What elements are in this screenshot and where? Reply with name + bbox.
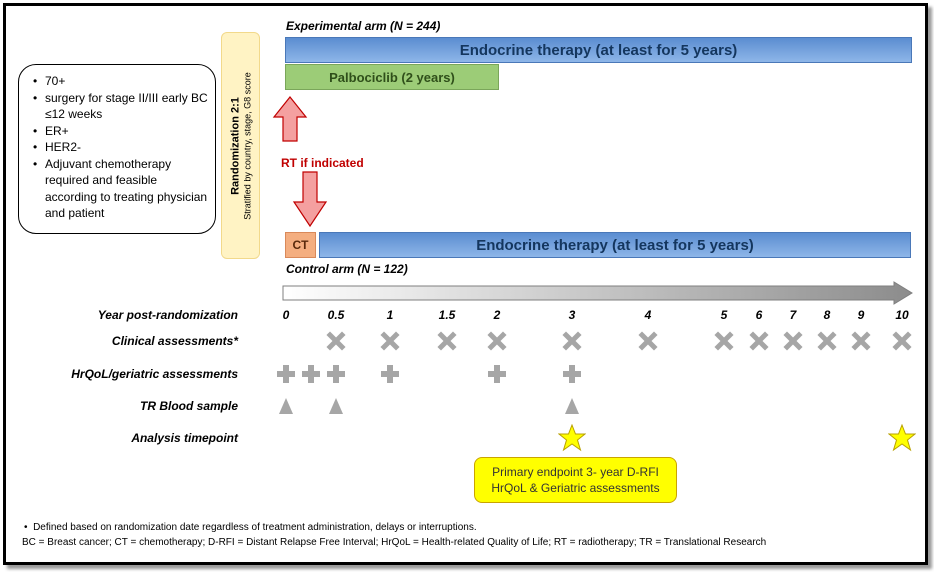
- year-tick-label: 6: [755, 308, 763, 322]
- plus-icon: [326, 364, 346, 384]
- endpoint-line-2: HrQoL & Geriatric assessments: [491, 481, 660, 495]
- eligibility-list: 70+surgery for stage II/III early BC ≤12…: [19, 65, 215, 222]
- eligibility-item: 70+: [33, 73, 209, 90]
- cross-icon: [749, 331, 769, 351]
- year-tick-label: 2: [493, 308, 501, 322]
- year-tick-label: 4: [644, 308, 652, 322]
- year-tick-label: 0.5: [327, 308, 345, 322]
- plus-icon: [487, 364, 507, 384]
- control-arm-label: Control arm (N = 122): [286, 262, 408, 276]
- row-label-year: Year post-randomization: [97, 308, 238, 322]
- triangle-icon: [564, 397, 580, 415]
- timeline-arrow: [282, 281, 913, 305]
- cross-icon: [892, 331, 912, 351]
- cross-icon: [783, 331, 803, 351]
- year-tick-label: 8: [823, 308, 831, 322]
- plus-icon: [380, 364, 400, 384]
- cross-icon: [851, 331, 871, 351]
- primary-endpoint-box: Primary endpoint 3- year D-RFI HrQoL & G…: [474, 457, 677, 503]
- footnote-asterisk: • Defined based on randomization date re…: [24, 522, 477, 533]
- star-icon: [557, 423, 587, 452]
- randomization-box: Randomization 2:1 Stratified by country,…: [221, 32, 260, 259]
- cross-icon: [817, 331, 837, 351]
- plus-icon: [562, 364, 582, 384]
- cross-icon: [638, 331, 658, 351]
- cross-icon: [437, 331, 457, 351]
- randomization-subtitle: Stratified by country, stage, G8 score: [242, 71, 252, 220]
- row-label-clinical: Clinical assessments*: [111, 334, 238, 348]
- cross-icon: [714, 331, 734, 351]
- row-label-analysis: Analysis timepoint: [131, 431, 238, 445]
- plus-icon: [276, 364, 296, 384]
- year-tick-label: 10: [895, 308, 909, 322]
- cross-icon: [380, 331, 400, 351]
- row-label-blood: TR Blood sample: [139, 399, 238, 413]
- eligibility-item: HER2-: [33, 139, 209, 156]
- year-tick-label: 7: [789, 308, 797, 322]
- eligibility-item: Adjuvant chemotherapy required and feasi…: [33, 156, 209, 222]
- palbociclib-bar: Palbociclib (2 years): [285, 64, 499, 90]
- control-endocrine-bar: Endocrine therapy (at least for 5 years): [319, 232, 911, 258]
- triangle-icon: [328, 397, 344, 415]
- year-tick-label: 9: [857, 308, 865, 322]
- footnote-text-1: Defined based on randomization date rega…: [33, 522, 477, 533]
- star-icon: [887, 423, 917, 452]
- triangle-icon: [278, 397, 294, 415]
- year-tick-label: 1.5: [438, 308, 456, 322]
- eligibility-box: 70+surgery for stage II/III early BC ≤12…: [18, 64, 216, 234]
- randomization-title: Randomization 2:1: [229, 96, 241, 195]
- eligibility-item: ER+: [33, 123, 209, 140]
- cross-icon: [562, 331, 582, 351]
- cross-icon: [326, 331, 346, 351]
- year-tick-label: 0: [282, 308, 290, 322]
- rt-down-arrow: [292, 171, 328, 228]
- cross-icon: [487, 331, 507, 351]
- ct-bar: CT: [285, 232, 316, 258]
- year-tick-label: 3: [568, 308, 576, 322]
- rt-label: RT if indicated: [281, 156, 364, 170]
- eligibility-item: surgery for stage II/III early BC ≤12 we…: [33, 90, 209, 123]
- experimental-endocrine-bar: Endocrine therapy (at least for 5 years): [285, 37, 912, 63]
- endpoint-line-1: Primary endpoint 3- year D-RFI: [492, 465, 659, 479]
- year-tick-label: 5: [720, 308, 728, 322]
- row-label-hrqol: HrQoL/geriatric assessments: [71, 367, 238, 381]
- plus-icon: [301, 364, 321, 384]
- rt-up-arrow: [272, 96, 308, 142]
- footnote-abbreviations: BC = Breast cancer; CT = chemotherapy; D…: [22, 537, 767, 548]
- year-tick-label: 1: [386, 308, 394, 322]
- experimental-arm-label: Experimental arm (N = 244): [286, 19, 441, 33]
